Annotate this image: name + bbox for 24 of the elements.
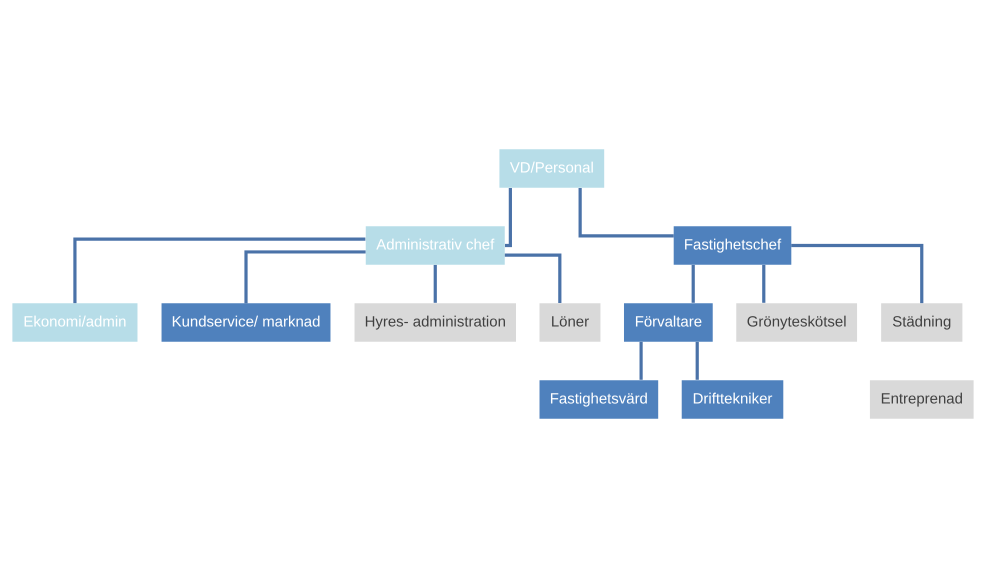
connector bbox=[244, 250, 366, 304]
node-box: Kundservice/ marknad bbox=[162, 303, 330, 342]
connector bbox=[696, 342, 699, 380]
node-box: Hyres- administration bbox=[354, 303, 516, 342]
connector bbox=[434, 264, 437, 303]
connector bbox=[692, 264, 695, 303]
connector bbox=[504, 188, 512, 248]
node-box: Löner bbox=[540, 303, 600, 342]
node-box: Fastighetsvärd bbox=[540, 380, 658, 419]
connector bbox=[504, 254, 562, 303]
connector bbox=[791, 244, 924, 304]
node-box: Ekonomi/admin bbox=[12, 303, 138, 342]
connector bbox=[73, 237, 366, 304]
node-box: Administrativ chef bbox=[366, 226, 505, 265]
connector bbox=[639, 342, 643, 380]
connector bbox=[762, 264, 766, 303]
node-box: Förvaltare bbox=[624, 303, 713, 342]
node-box: Fastighetschef bbox=[674, 226, 792, 265]
node-box: Drifttekniker bbox=[682, 380, 784, 419]
node-box: VD/Personal bbox=[499, 149, 604, 188]
node-box: Städning bbox=[881, 303, 962, 342]
node-box: Grönyteskötsel bbox=[736, 303, 858, 342]
legend-label: Entreprenad bbox=[880, 390, 963, 408]
connector bbox=[578, 188, 674, 238]
